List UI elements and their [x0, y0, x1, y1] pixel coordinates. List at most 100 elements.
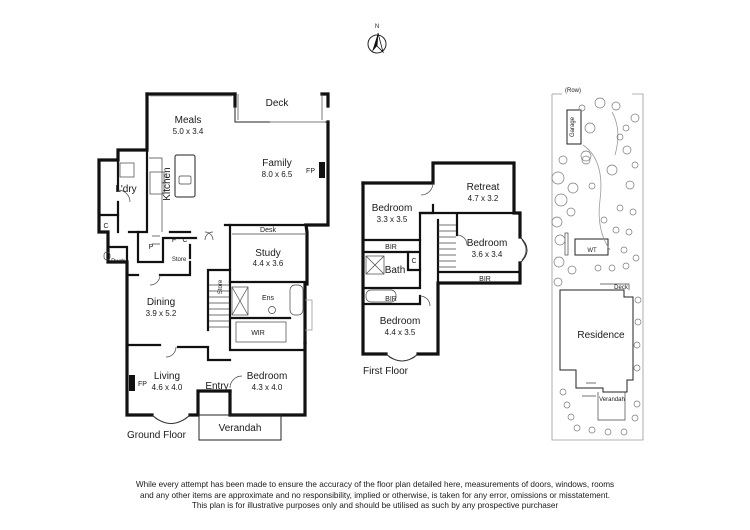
row-label: (Row) [565, 88, 581, 94]
tree-icon [633, 400, 641, 408]
tree-icon [551, 216, 563, 228]
first-floor-title: First Floor [363, 366, 409, 377]
tree-icon [632, 254, 640, 262]
entry-label: Entry [205, 381, 228, 392]
tree-icon [584, 122, 596, 134]
site-deck-label: Deck [614, 285, 629, 291]
meals-label: Meals [175, 115, 202, 126]
tree-icon [566, 207, 576, 217]
fridge-label: F [172, 237, 176, 244]
tree-icon [559, 388, 567, 396]
tree-icon [631, 414, 639, 422]
tree-icon [616, 204, 624, 212]
tree-icon [625, 228, 633, 236]
tree-icon [633, 341, 641, 349]
tree-icon [588, 426, 596, 434]
tree-icon [616, 133, 624, 141]
first-bedroom-3-label: Bedroom [380, 316, 421, 327]
tree-icon [633, 364, 641, 372]
site-plan [551, 93, 644, 441]
tree-icon [622, 262, 630, 270]
tree-icon [594, 97, 606, 109]
retreat-label: Retreat [467, 182, 500, 193]
water-tank-label: WT [587, 248, 597, 254]
first-bedroom-1-label: Bedroom [372, 203, 413, 214]
tree-icon [567, 265, 577, 275]
living-fireplace-label: FP [138, 381, 147, 388]
site-verandah-label: Verandah [599, 397, 625, 403]
tree-icon [612, 226, 620, 234]
verandah-label: Verandah [219, 423, 262, 434]
tree-icon [625, 180, 635, 190]
first-bedroom-1-dimensions: 3.3 x 3.5 [377, 215, 408, 224]
ground-floor-title: Ground Floor [127, 430, 187, 441]
tree-icon [563, 401, 571, 409]
ground-cupboard-2-label: C [182, 237, 187, 244]
family-fireplace-label: FP [306, 168, 315, 175]
powder-room-label: Pwdr [111, 259, 125, 265]
deck-label: Deck [266, 98, 290, 109]
tree-icon [553, 256, 565, 268]
first-bir-2-label: BIR [479, 276, 491, 283]
meals-dimensions: 5.0 x 3.4 [173, 127, 204, 136]
north-compass-icon: N [367, 24, 387, 54]
tree-icon [631, 161, 639, 169]
tree-icon [567, 413, 575, 421]
tree-icon [629, 208, 637, 216]
tree-icon [608, 264, 616, 272]
tree-icon [558, 155, 568, 165]
tree-icon [606, 164, 618, 176]
disclaimer-line-3: This plan is for illustrative purposes o… [191, 501, 559, 510]
study-dimensions: 4.4 x 3.6 [253, 259, 284, 268]
bedroom-ground-dimensions: 4.3 x 4.0 [252, 383, 283, 392]
tree-icon [630, 113, 640, 123]
tree-icon [600, 216, 608, 224]
tree-icon [604, 428, 612, 436]
family-label: Family [262, 158, 291, 169]
ground-floor-plan [97, 92, 330, 441]
tree-icon [554, 234, 566, 246]
disclaimer: While every attempt has been made to ens… [100, 480, 650, 512]
dining-label: Dining [147, 297, 175, 308]
tree-icon [573, 424, 581, 432]
tree-icon [611, 101, 621, 111]
first-bir-3-label: BIR [385, 296, 397, 303]
desk-label: Desk [260, 227, 276, 234]
compass-north-label: N [375, 24, 379, 30]
living-label: Living [154, 371, 180, 382]
kitchen-label: Kitchen [162, 167, 173, 200]
tree-icon [581, 155, 591, 165]
dining-dimensions: 3.9 x 5.2 [146, 309, 177, 318]
bath-label: Bath [385, 265, 406, 276]
tree-icon [551, 171, 565, 185]
store-2-label: Store [218, 279, 224, 294]
first-floor-plan [361, 161, 528, 362]
tree-icon [578, 104, 586, 112]
first-cupboard-label: C [411, 258, 416, 265]
disclaimer-line-2: and any other items are approximate and … [140, 490, 610, 500]
first-bedroom-2-dimensions: 3.6 x 3.4 [472, 250, 503, 259]
first-bedroom-3-dimensions: 4.4 x 3.5 [385, 328, 416, 337]
tree-icon [634, 296, 642, 304]
tree-icon [622, 124, 630, 132]
residence-label: Residence [577, 330, 625, 341]
family-dimensions: 8.0 x 6.5 [262, 170, 293, 179]
tree-icon [622, 145, 632, 155]
tree-icon [588, 182, 596, 190]
tree-icon [553, 277, 563, 287]
tree-icon [554, 193, 568, 207]
retreat-dimensions: 4.7 x 3.2 [468, 194, 499, 203]
tree-icon [620, 246, 628, 254]
first-bir-1-label: BIR [385, 244, 397, 251]
study-label: Study [255, 248, 281, 259]
ensuite-label: Ens [262, 295, 275, 302]
living-dimensions: 4.6 x 4.0 [152, 383, 183, 392]
site-trees [551, 97, 642, 436]
bedroom-ground-label: Bedroom [247, 371, 288, 382]
garage-label: Garage [570, 116, 576, 137]
tree-icon [620, 428, 628, 436]
laundry-label: L'dry [115, 184, 136, 195]
tree-icon [634, 318, 642, 326]
